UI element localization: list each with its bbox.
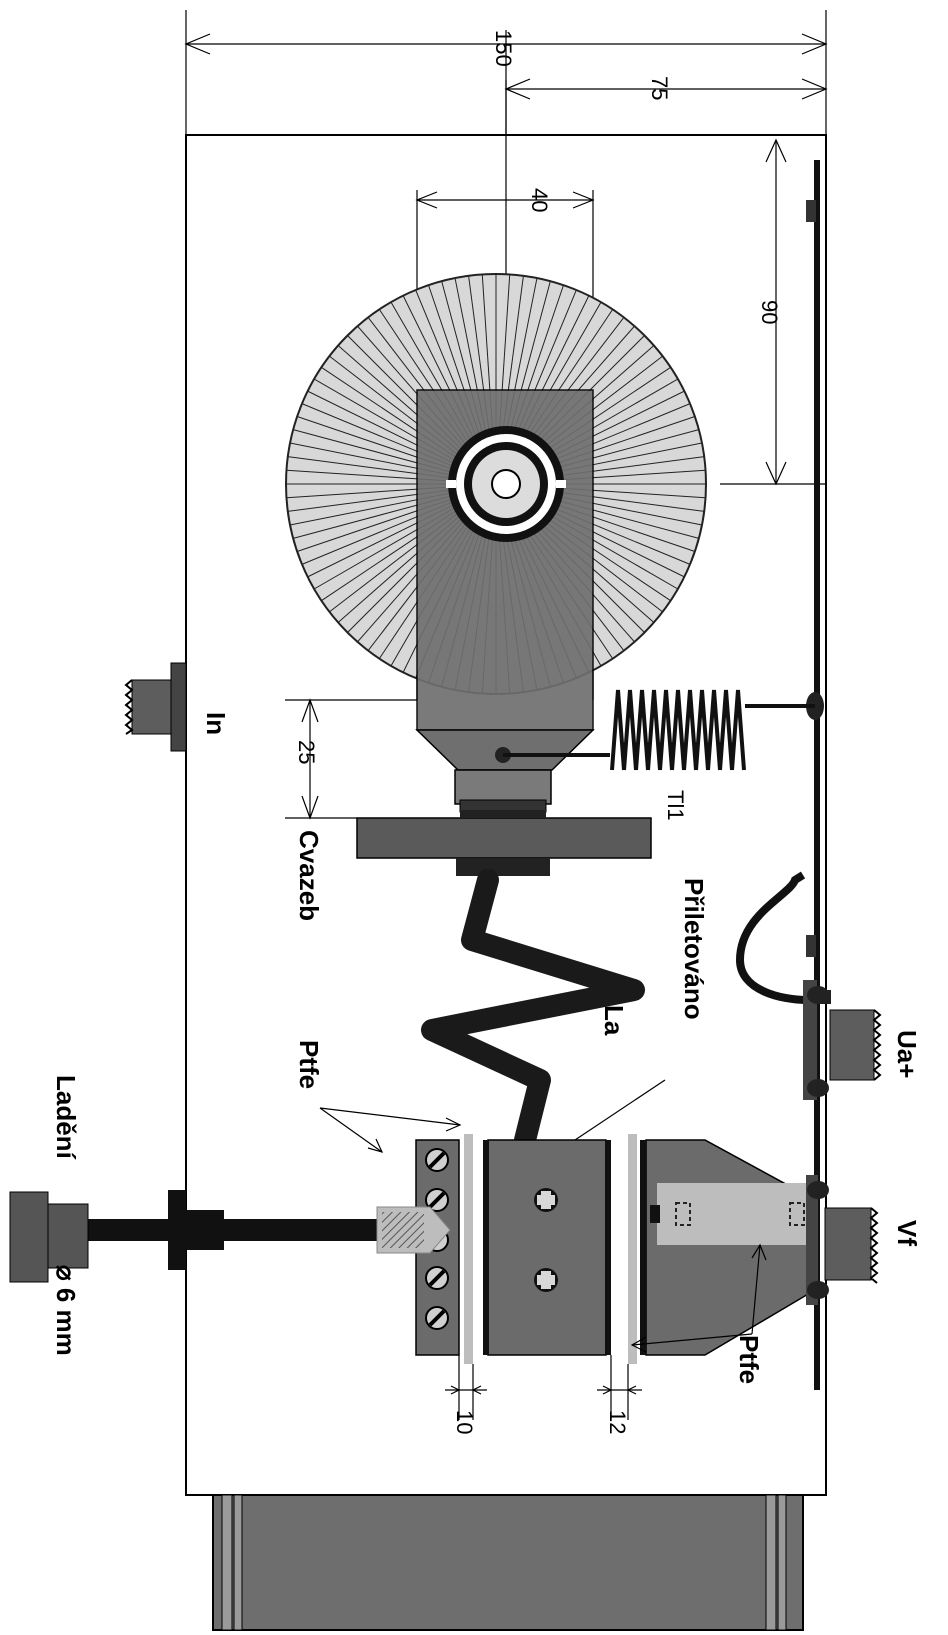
label-vf: Vf — [892, 1220, 922, 1246]
ptfe-right-arrows — [630, 1243, 767, 1353]
ua-connector — [803, 980, 882, 1100]
label-ua: Ua+ — [892, 1030, 922, 1078]
label-tl1: Tl1 — [663, 790, 688, 821]
ptfe-left-arrows — [319, 1107, 462, 1153]
label-cvazeb: Cvazeb — [294, 830, 324, 921]
tube-center-rings — [446, 426, 566, 542]
ptfe-sheet-left — [464, 1134, 473, 1364]
phillips-screw-icon — [534, 1188, 558, 1292]
label-ladeni: Ladění — [51, 1075, 81, 1160]
bottom-block — [212, 1494, 804, 1631]
dimension-12 — [597, 1355, 642, 1420]
dim-12-label: 12 — [605, 1410, 630, 1434]
label-la: La — [599, 1005, 629, 1036]
dimension-25 — [285, 698, 417, 820]
screw-column — [425, 1148, 449, 1330]
vf-connector — [806, 1175, 879, 1305]
capacitor-center-block — [483, 1139, 611, 1356]
dim-40-label: 40 — [527, 188, 552, 212]
dim-75-label: 75 — [647, 76, 672, 100]
label-ptfe-right: Ptfe — [734, 1335, 764, 1384]
capacitor-right-block — [640, 1139, 817, 1356]
coupling-plate — [356, 810, 652, 890]
tuning-rod — [9, 1190, 451, 1283]
dim-150-label: 150 — [491, 30, 516, 67]
label-in: In — [201, 712, 231, 735]
label-ptfe-left: Ptfe — [294, 1040, 324, 1089]
dimension-90 — [720, 138, 826, 486]
dim-25-label: 25 — [294, 740, 319, 764]
in-connector — [124, 662, 187, 752]
label-diameter: ⌀ 6 mm — [51, 1265, 81, 1356]
ptfe-sheet-right — [628, 1134, 637, 1364]
dim-90-label: 90 — [757, 300, 782, 324]
dimension-10 — [445, 1355, 487, 1420]
dim-10-label: 10 — [452, 1410, 477, 1434]
coil-la — [421, 869, 645, 1151]
label-priletovano: Přiletováno — [679, 878, 709, 1020]
choke-tl1 — [503, 689, 815, 771]
